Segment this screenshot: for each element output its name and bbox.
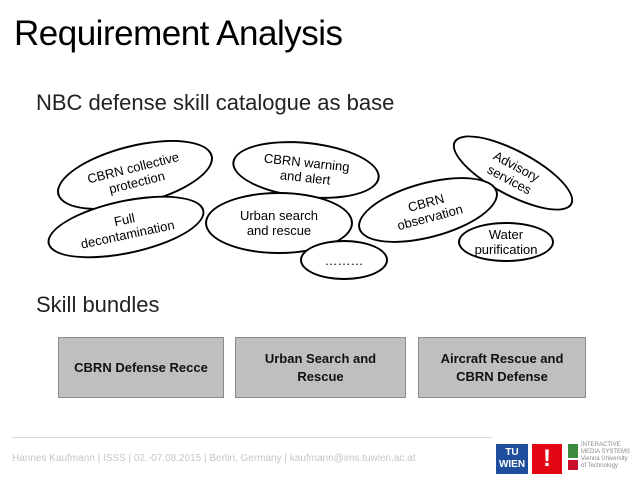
exclamation-logo: !	[532, 444, 562, 474]
skill-label: Water purification	[474, 227, 538, 257]
skill-label: Full decontamination	[79, 210, 176, 252]
skill-label: ………	[324, 252, 364, 268]
catalogue-subtitle: NBC defense skill catalogue as base	[36, 90, 395, 115]
skill-label: CBRN collective protection	[85, 149, 181, 197]
skill-label: Urban search and rescue	[239, 208, 319, 238]
bundle-cbrn-defense-recce: CBRN Defense Recce	[58, 337, 224, 398]
footer-text: Hannes Kaufmann | ISSS | 02.-07.08.2015 …	[12, 453, 416, 464]
skill-label: CBRN observation	[395, 190, 465, 234]
ims-logo-text: INTERACTIVE MEDIA SYSTEMS Vienna Univers…	[581, 442, 631, 469]
bundle-aircraft-rescue-cbrn: Aircraft Rescue and CBRN Defense	[418, 337, 586, 398]
bundles-subtitle: Skill bundles	[36, 292, 160, 317]
skill-label: CBRN warning and alert	[263, 150, 351, 188]
ims-logo-mark-icon	[568, 444, 578, 458]
footer-divider	[12, 437, 492, 438]
slide-title: Requirement Analysis	[14, 14, 343, 53]
tu-wien-logo: TU WIEN	[496, 444, 528, 474]
skill-urban-search-rescue: Urban search and rescue	[205, 192, 353, 254]
bundle-urban-search-rescue: Urban Search and Rescue	[235, 337, 406, 398]
skill-water-purification: Water purification	[458, 222, 554, 262]
skill-more: ………	[300, 240, 388, 280]
ims-logo: INTERACTIVE MEDIA SYSTEMS Vienna Univers…	[568, 440, 634, 476]
ims-logo-mark-red-icon	[568, 460, 578, 470]
